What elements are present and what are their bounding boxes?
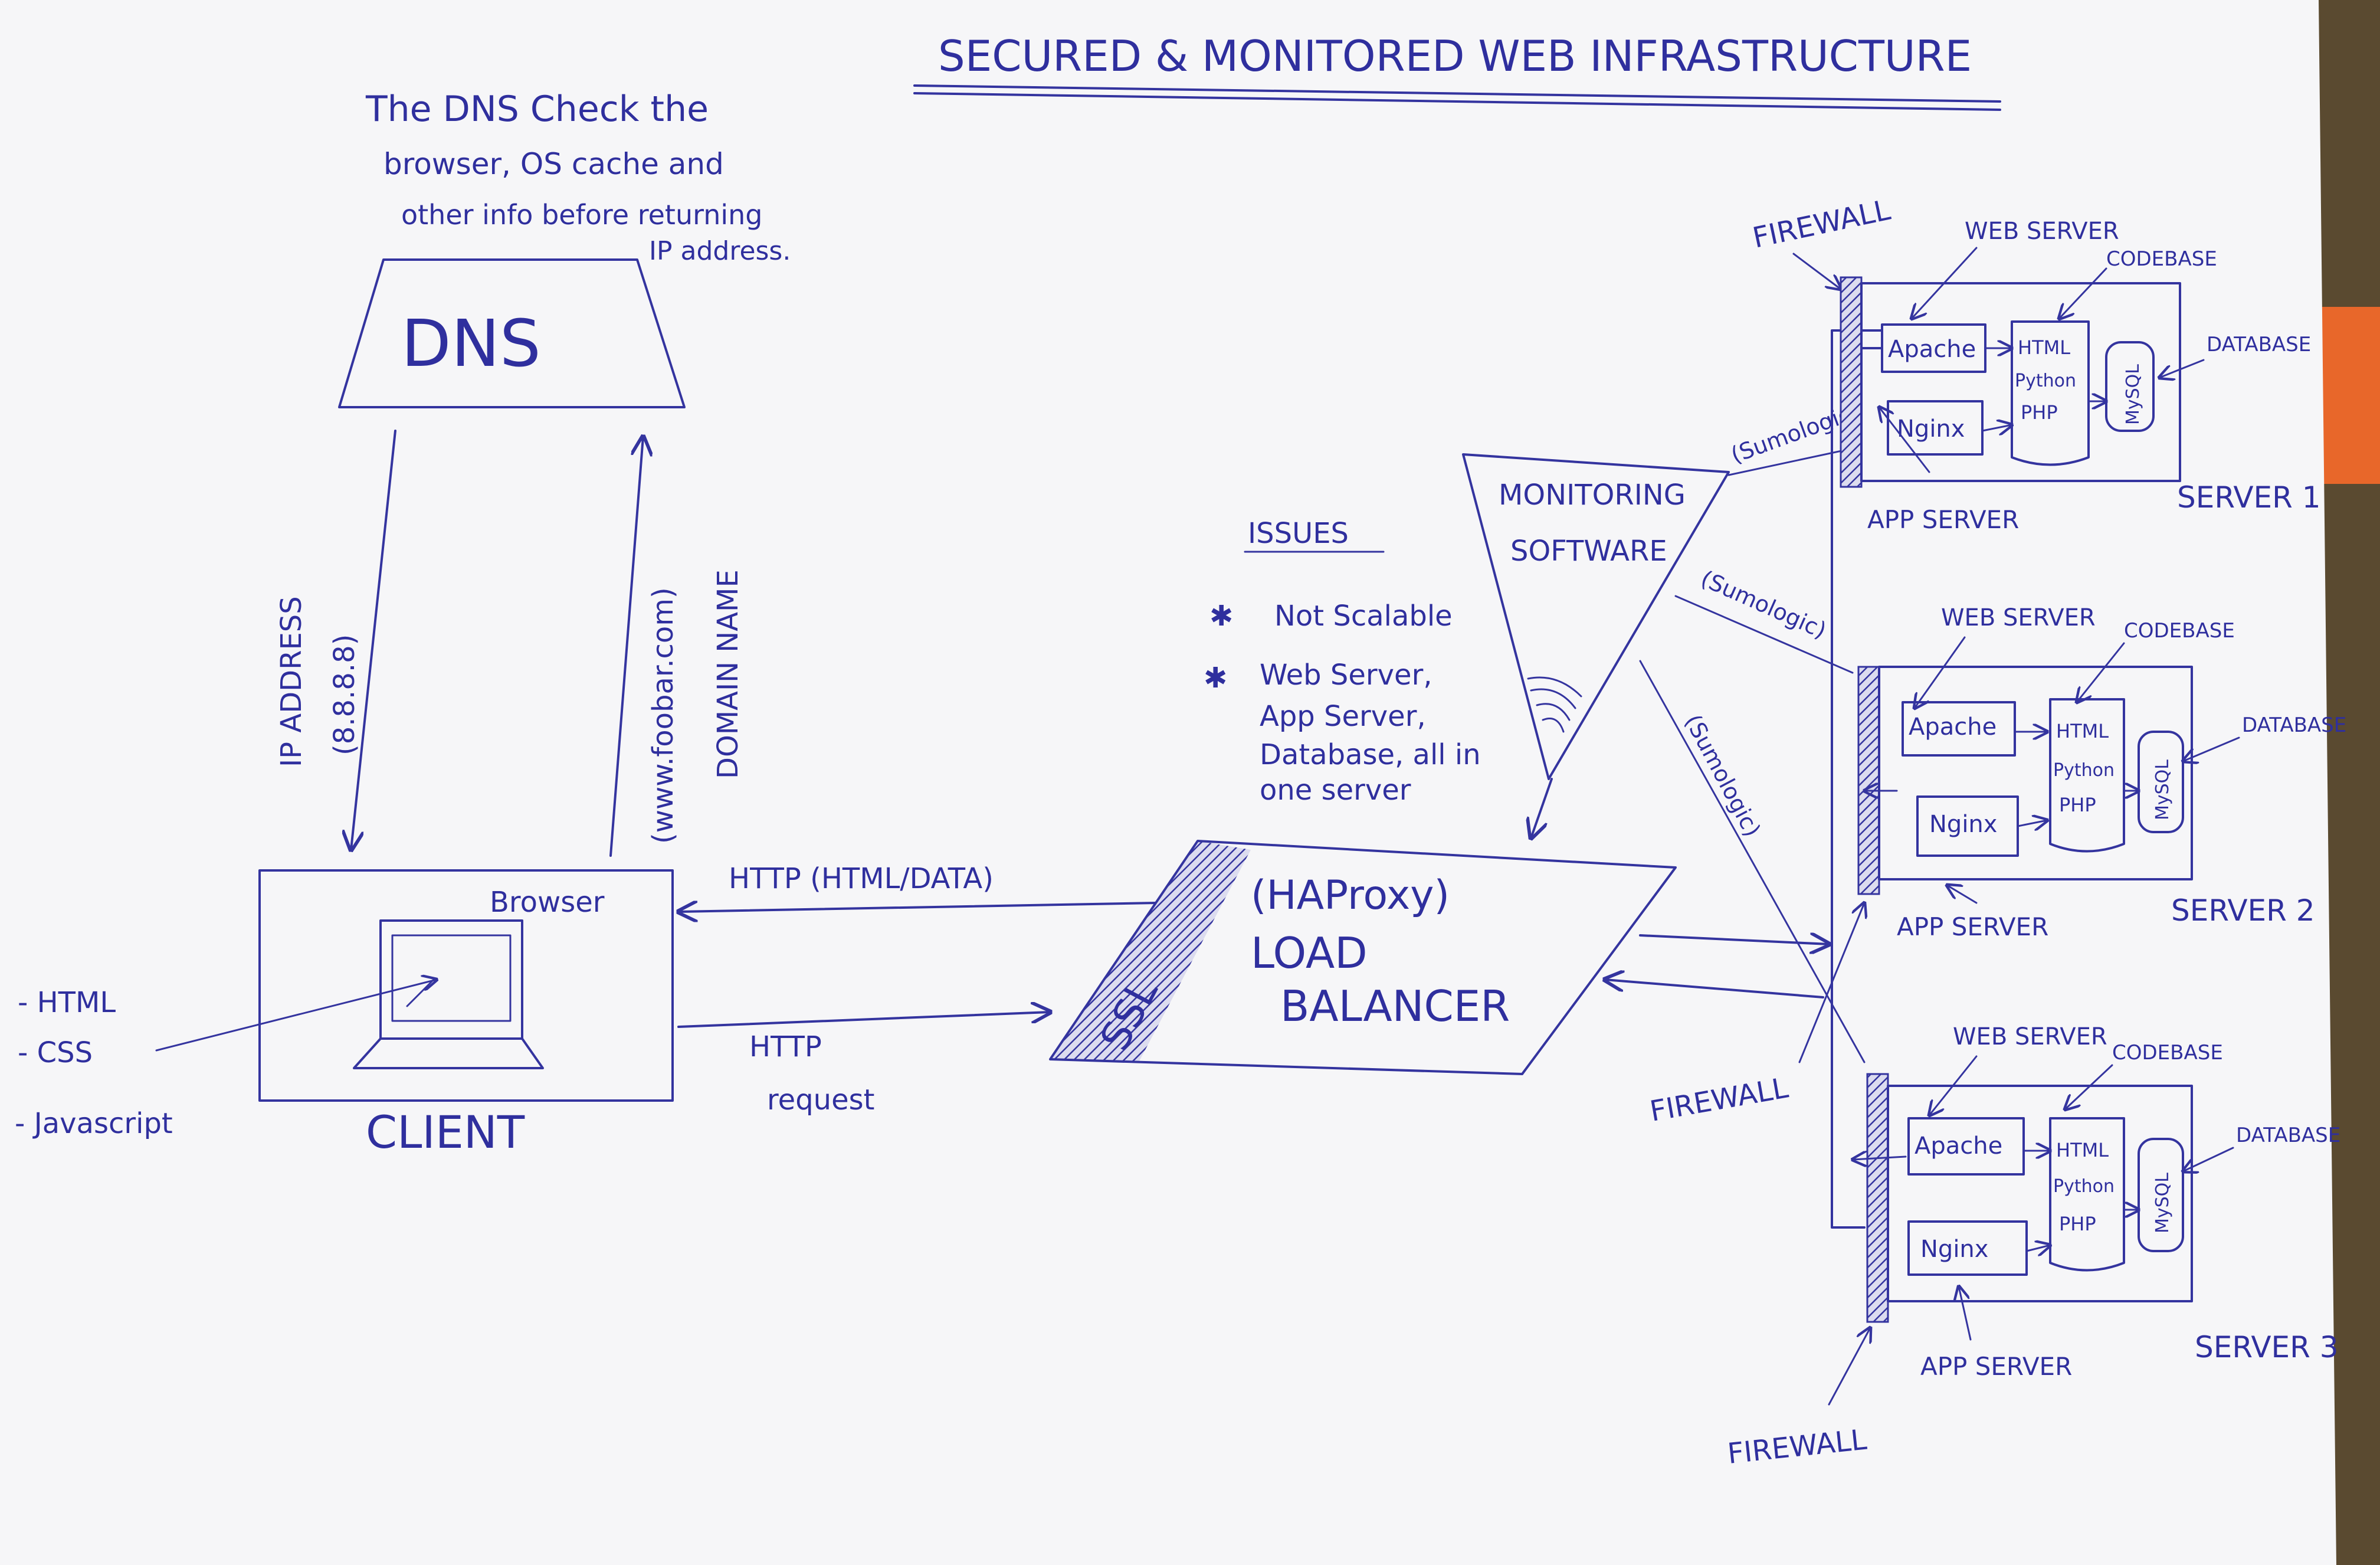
server-3-name: SERVER 3 bbox=[2195, 1330, 2339, 1364]
lb-label-1: LOAD bbox=[1251, 928, 1368, 978]
server-3-nginx: Nginx bbox=[1920, 1236, 1988, 1263]
client-label: CLIENT bbox=[366, 1106, 525, 1158]
server-1-code-html: HTML bbox=[2018, 336, 2070, 359]
monitor-link-server-2 bbox=[1674, 595, 1854, 674]
monitoring-software: MONITORING SOFTWARE bbox=[1462, 453, 1730, 838]
server-3-code-html: HTML bbox=[2056, 1139, 2109, 1161]
server-3-db-label: DATABASE bbox=[2236, 1124, 2340, 1147]
tech-javascript: - Javascript bbox=[15, 1107, 173, 1140]
server-1-app-label: APP SERVER bbox=[1867, 505, 2019, 534]
server-2: WEB SERVER CODEBASE DATABASE Apache Ngin… bbox=[1857, 604, 2346, 941]
server-3-apache: Apache bbox=[1915, 1132, 2002, 1160]
server-2-code-php: PHP bbox=[2059, 794, 2096, 816]
server-1-db-label: DATABASE bbox=[2207, 333, 2311, 356]
server-2-web-label: WEB SERVER bbox=[1941, 604, 2096, 631]
server-2-code-html: HTML bbox=[2056, 720, 2109, 742]
monitoring-label-1: MONITORING bbox=[1499, 479, 1686, 512]
server-1-code-label: CODEBASE bbox=[2106, 247, 2217, 271]
dns-note-line-1: The DNS Check the bbox=[365, 89, 709, 130]
server-3-mysql: MySQL bbox=[2152, 1173, 2173, 1233]
server-2-code-label: CODEBASE bbox=[2124, 619, 2235, 643]
arrow-client-to-lb bbox=[677, 1012, 1050, 1028]
arrow-lb-to-client bbox=[678, 903, 1158, 912]
firewall-1 bbox=[1840, 276, 1863, 488]
arrow-dns-to-client bbox=[351, 430, 396, 850]
http-response-label: HTTP (HTML/DATA) bbox=[729, 862, 994, 895]
dns-note-line-3: other info before returning bbox=[401, 199, 763, 231]
server-2-app-label: APP SERVER bbox=[1897, 912, 2048, 941]
load-balancer: SSL (HAProxy) LOAD BALANCER bbox=[1049, 840, 1677, 1075]
server-2-name: SERVER 2 bbox=[2171, 893, 2315, 928]
server-1-web-label: WEB SERVER bbox=[1965, 218, 2119, 245]
domain-value: (www.foobar.com) bbox=[647, 587, 680, 844]
issue-line-3: Database, all in bbox=[1260, 738, 1481, 771]
ssl-hatch bbox=[1050, 841, 1251, 1062]
issue-bullet-2: ✱ bbox=[1204, 662, 1227, 695]
tech-css: - CSS bbox=[18, 1036, 93, 1069]
http-request-label-1: HTTP bbox=[749, 1030, 822, 1063]
monitoring-hatch bbox=[1527, 676, 1582, 733]
arrow-servers-to-lb bbox=[1605, 980, 1824, 998]
server-2-codebase bbox=[2049, 698, 2125, 853]
lb-label-2: BALANCER bbox=[1280, 981, 1510, 1031]
server-1-name: SERVER 1 bbox=[2177, 480, 2321, 515]
dns-note-line-2: browser, OS cache and bbox=[383, 147, 724, 181]
server-2-mysql: MySQL bbox=[2152, 759, 2173, 820]
issue-line-4: one server bbox=[1260, 774, 1411, 807]
server-2-db-label: DATABASE bbox=[2242, 713, 2346, 737]
server-1-nginx: Nginx bbox=[1897, 415, 1965, 443]
issues-list: ISSUES ✱ Not Scalable ✱ Web Server, App … bbox=[1204, 517, 1481, 807]
dns-label: DNS bbox=[401, 306, 541, 381]
server-3-code-label: CODEBASE bbox=[2112, 1041, 2223, 1065]
client-box: Browser CLIENT bbox=[258, 869, 674, 1158]
ip-address-label: IP ADDRESS bbox=[275, 596, 308, 767]
server-1-apache: Apache bbox=[1888, 336, 1976, 363]
dns-note-line-4: IP address. bbox=[649, 236, 791, 266]
firewall-2 bbox=[1857, 666, 1880, 895]
server-2-code-python: Python bbox=[2053, 760, 2115, 781]
haproxy-label: (HAProxy) bbox=[1251, 872, 1450, 919]
issue-line-1: Web Server, bbox=[1260, 659, 1432, 692]
issues-title: ISSUES bbox=[1248, 517, 1349, 550]
firewall-3 bbox=[1866, 1073, 1889, 1323]
browser-label: Browser bbox=[490, 886, 605, 919]
server-1-code-python: Python bbox=[2015, 371, 2076, 391]
server-3: WEB SERVER CODEBASE DATABASE Apache Ngin… bbox=[1853, 1023, 2340, 1381]
dns-note: The DNS Check the browser, OS cache and … bbox=[365, 89, 791, 266]
server-3-codebase bbox=[2049, 1117, 2125, 1272]
server-3-code-php: PHP bbox=[2059, 1213, 2096, 1235]
server-3-code-python: Python bbox=[2053, 1176, 2115, 1197]
issue-line-2: App Server, bbox=[1260, 700, 1426, 733]
server-2-apache: Apache bbox=[1909, 713, 1997, 741]
domain-label: DOMAIN NAME bbox=[712, 569, 745, 779]
title: SECURED & MONITORED WEB INFRASTRUCTURE bbox=[913, 31, 2001, 111]
server-1-code-php: PHP bbox=[2021, 401, 2058, 424]
http-request-label-2: request bbox=[767, 1083, 874, 1117]
tech-html: - HTML bbox=[18, 986, 116, 1019]
ip-address-value: (8.8.8.8) bbox=[328, 634, 361, 755]
client-techs: - HTML - CSS - Javascript bbox=[15, 980, 437, 1140]
issue-not-scalable: Not Scalable bbox=[1274, 600, 1453, 633]
issue-bullet-1: ✱ bbox=[1209, 600, 1233, 633]
server-2-nginx: Nginx bbox=[1929, 811, 1997, 838]
server-3-app-label: APP SERVER bbox=[1920, 1352, 2072, 1381]
arrow-client-to-dns bbox=[609, 437, 643, 857]
monitoring-label-2: SOFTWARE bbox=[1510, 535, 1667, 568]
dns-box: DNS bbox=[338, 258, 686, 408]
server-1: WEB SERVER CODEBASE DATABASE Apache Ngin… bbox=[1840, 218, 2321, 534]
server-1-codebase bbox=[2011, 320, 2090, 466]
title-text: SECURED & MONITORED WEB INFRASTRUCTURE bbox=[938, 31, 1972, 81]
server-3-web-label: WEB SERVER bbox=[1953, 1023, 2107, 1050]
server-1-mysql: MySQL bbox=[2123, 364, 2143, 425]
